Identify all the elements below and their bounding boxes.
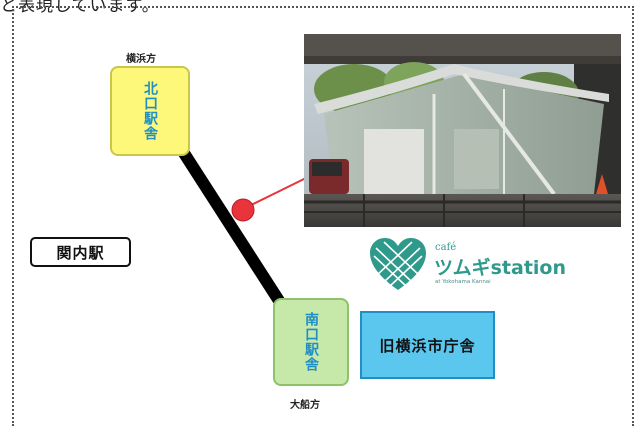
north-exit-station: 北口駅舎: [110, 66, 190, 156]
old-city-hall-box: 旧横浜市庁舎: [360, 311, 495, 379]
old-city-hall-label: 旧横浜市庁舎: [379, 336, 476, 355]
intro-text: と表現しています。: [0, 0, 160, 16]
diagram-lines: [176, 146, 307, 311]
heart-yarn-icon: [370, 238, 426, 290]
track-line: [176, 146, 289, 311]
cafe-location-marker: [231, 198, 255, 222]
pointer-line: [242, 177, 307, 210]
cafe-tagline: at Yokohama Kannai: [435, 279, 491, 285]
cafe-building-photo: [304, 34, 621, 227]
kannai-station-label: 関内駅: [30, 237, 131, 267]
cafe-prefix: café: [435, 242, 457, 253]
diagram-frame: [12, 6, 634, 426]
cafe-logo: café ツムギstation at Yokohama Kannai: [368, 236, 566, 296]
north-exit-label: 北口駅舎: [142, 81, 158, 141]
yokohama-direction-label: 横浜方: [126, 54, 156, 65]
south-exit-label: 南口駅舎: [303, 312, 319, 372]
ofuna-direction-label: 大船方: [290, 400, 320, 411]
south-exit-station: 南口駅舎: [273, 298, 349, 386]
cafe-name: ツムギstation: [434, 257, 567, 279]
